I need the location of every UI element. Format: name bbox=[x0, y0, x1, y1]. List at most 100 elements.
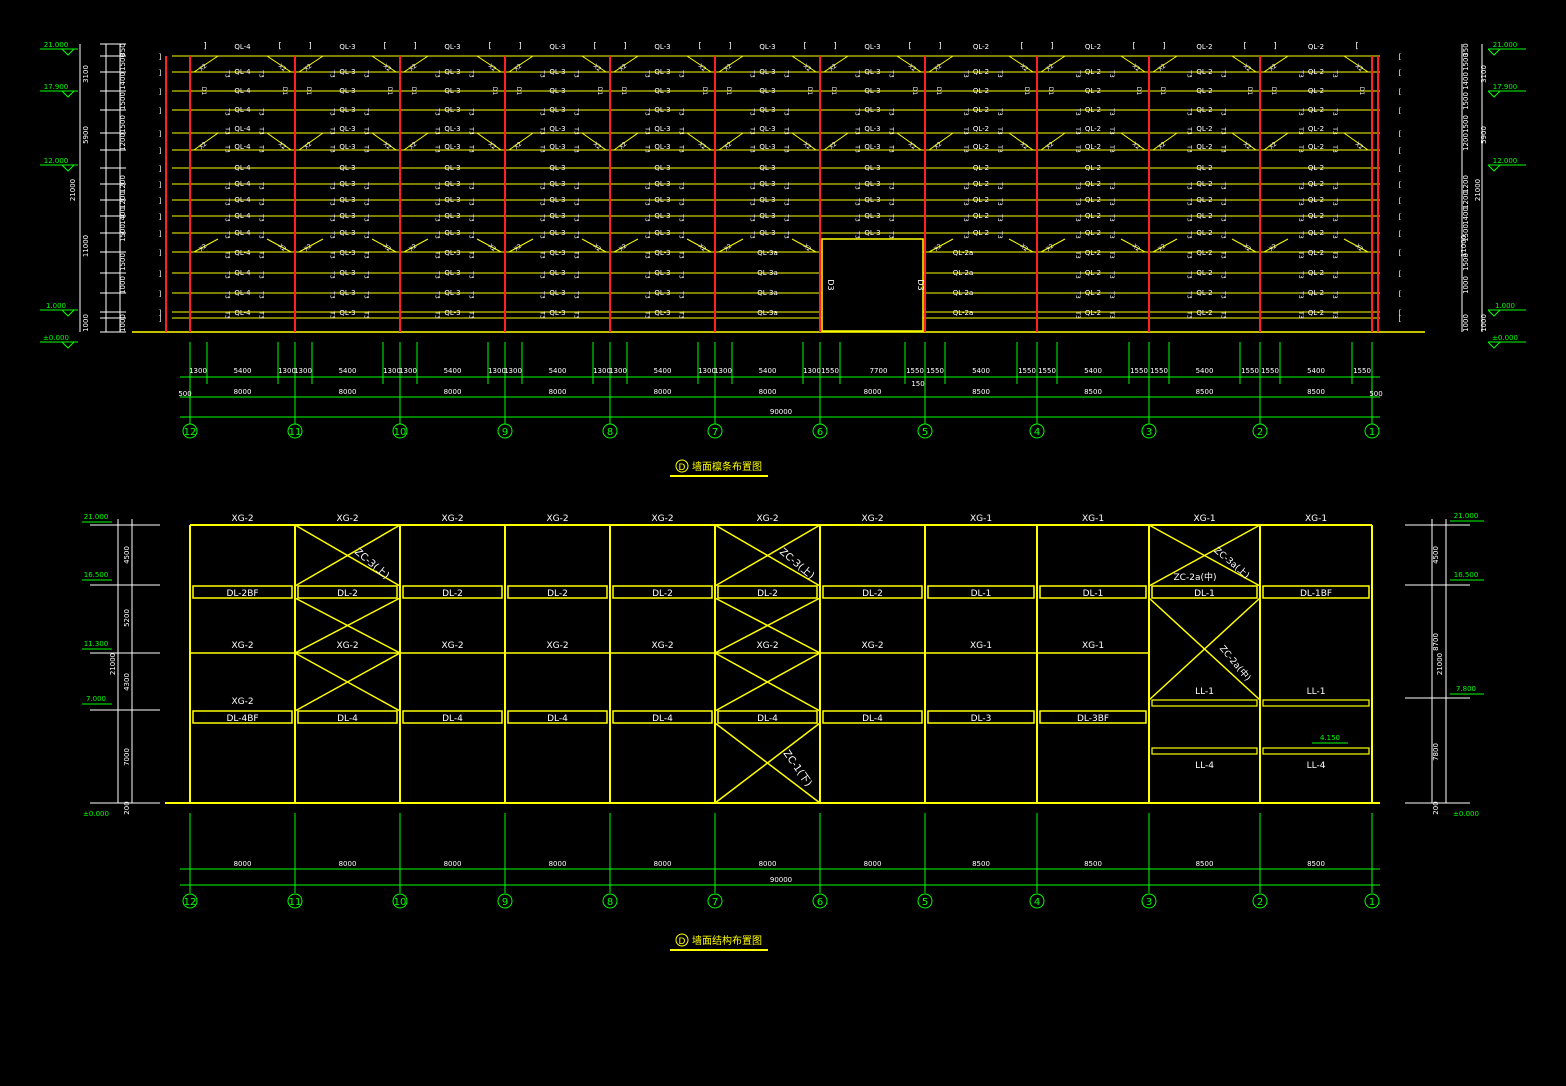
tie-label: T3 bbox=[644, 69, 651, 78]
purlin-label: QL-4 bbox=[234, 269, 251, 277]
dim-text: 4500 bbox=[1432, 546, 1440, 564]
tie-label: T3 bbox=[224, 213, 231, 222]
dim-text: 350 bbox=[119, 43, 127, 56]
dim-text: 8000 bbox=[759, 860, 777, 868]
axis-label: 7 bbox=[712, 427, 718, 438]
tie-label: T3 bbox=[678, 197, 685, 206]
purlin-label: QL-3 bbox=[339, 68, 355, 76]
brace-label: X2 bbox=[513, 63, 524, 74]
axis-label: 12 bbox=[184, 897, 197, 908]
zc-brace bbox=[714, 722, 821, 804]
purlin-label: QL-3 bbox=[339, 196, 355, 204]
dim-text: 5400 bbox=[654, 367, 672, 375]
tie-label: T3 bbox=[854, 230, 861, 239]
axis-label: 1 bbox=[1369, 897, 1375, 908]
tie-label: T3 bbox=[224, 270, 231, 279]
strut-label: D1 bbox=[281, 87, 288, 96]
purlin-label: QL-3 bbox=[549, 309, 565, 317]
purlin-label: QL-2 bbox=[1196, 143, 1212, 151]
xg-label: XG-1 bbox=[970, 641, 992, 651]
tie-label: T3 bbox=[224, 310, 231, 319]
tie-label: T3 bbox=[1331, 107, 1338, 116]
brace-x2 bbox=[718, 132, 744, 151]
purlin-label: QL-2 bbox=[1308, 87, 1324, 95]
dim-text: 5400 bbox=[549, 367, 567, 375]
brace-x2 bbox=[1040, 55, 1066, 73]
dim-text: 5400 bbox=[1084, 367, 1102, 375]
elevation-label: 7.800 bbox=[1456, 685, 1476, 693]
tie-label: T3 bbox=[996, 69, 1003, 78]
purlin-label: QL-3 bbox=[444, 68, 460, 76]
brace-x2 bbox=[403, 55, 429, 73]
tie-label: T3 bbox=[1186, 250, 1193, 259]
tie-label: T3 bbox=[539, 230, 546, 239]
axis-label: 11 bbox=[289, 427, 302, 438]
tie-label: T3 bbox=[468, 290, 475, 299]
dl-beam bbox=[822, 585, 923, 599]
tie-label: T3 bbox=[1074, 144, 1081, 153]
tie-label: T3 bbox=[363, 181, 370, 190]
purlin-label: QL-3 bbox=[339, 87, 355, 95]
brace-x2 bbox=[403, 238, 429, 253]
dim-text: 21000 bbox=[1436, 653, 1444, 675]
purlin-label: QL-3 bbox=[549, 43, 565, 51]
tie-label: T3 bbox=[644, 290, 651, 299]
tie-label: T3 bbox=[539, 310, 546, 319]
axis-bubble bbox=[1252, 893, 1268, 909]
dim-text: 1500 bbox=[1462, 115, 1470, 133]
brace-label: X2 bbox=[303, 141, 314, 152]
purlin-label: QL-2 bbox=[1196, 309, 1212, 317]
tie-label: T3 bbox=[573, 69, 580, 78]
tie-label: T3 bbox=[749, 69, 756, 78]
dl-beam bbox=[717, 585, 818, 599]
tie-label: T3 bbox=[678, 181, 685, 190]
brace-label: X2 bbox=[1131, 243, 1142, 254]
brace-x2 bbox=[266, 238, 292, 253]
strut-label: D1 bbox=[1358, 87, 1365, 96]
purlin-label: QL-4 bbox=[234, 289, 251, 297]
brace-label: X2 bbox=[592, 141, 603, 152]
tie-label: T3 bbox=[363, 197, 370, 206]
xg-label: XG-2 bbox=[651, 514, 673, 524]
dim-text: 5900 bbox=[1480, 126, 1488, 144]
brace-label: ZC-2a(中) bbox=[1174, 571, 1217, 583]
ll-beam bbox=[1151, 747, 1258, 755]
tie-label: T3 bbox=[573, 144, 580, 153]
xg-label: XG-2 bbox=[756, 514, 778, 524]
tie-label: T3 bbox=[749, 181, 756, 190]
axis-bubble bbox=[287, 423, 303, 439]
xg-label: XG-1 bbox=[1082, 641, 1104, 651]
brace-x2 bbox=[1343, 55, 1369, 73]
tie-label: T3 bbox=[258, 69, 265, 78]
tie-label: T3 bbox=[1186, 107, 1193, 116]
side-bracket: [ bbox=[1399, 181, 1402, 189]
tie-label: T3 bbox=[1186, 213, 1193, 222]
purlin-label: QL-2 bbox=[1196, 43, 1212, 51]
brace-label: X2 bbox=[277, 243, 288, 254]
dim-text: 1000 bbox=[119, 314, 127, 332]
brace-label: X2 bbox=[1242, 141, 1253, 152]
purlin-label: QL-3 bbox=[549, 87, 565, 95]
axis-bubble bbox=[1364, 423, 1380, 439]
tie-label: T3 bbox=[434, 126, 441, 135]
dim-text: 5400 bbox=[759, 367, 777, 375]
dl-label: DL-2 bbox=[442, 589, 463, 599]
dim-text: 11000 bbox=[82, 235, 90, 257]
strut-label: D1 bbox=[1047, 87, 1054, 96]
brace-label: X2 bbox=[1268, 243, 1279, 254]
brace-label: X2 bbox=[697, 141, 708, 152]
dl-beam bbox=[1151, 585, 1258, 599]
brace-label: X2 bbox=[907, 63, 918, 74]
tie-label: T3 bbox=[1186, 230, 1193, 239]
brace-x2 bbox=[581, 132, 607, 151]
side-bracket: [ bbox=[1399, 230, 1402, 238]
purlin-label: QL-2 bbox=[1308, 212, 1324, 220]
strut-label: D1 bbox=[410, 87, 417, 96]
bracket-glyph: ] bbox=[308, 41, 311, 50]
xg-label: XG-2 bbox=[441, 514, 463, 524]
side-bracket: ] bbox=[159, 197, 162, 205]
brace-label: X2 bbox=[618, 141, 629, 152]
tie-label: T3 bbox=[258, 126, 265, 135]
axis-label: 10 bbox=[394, 427, 407, 438]
